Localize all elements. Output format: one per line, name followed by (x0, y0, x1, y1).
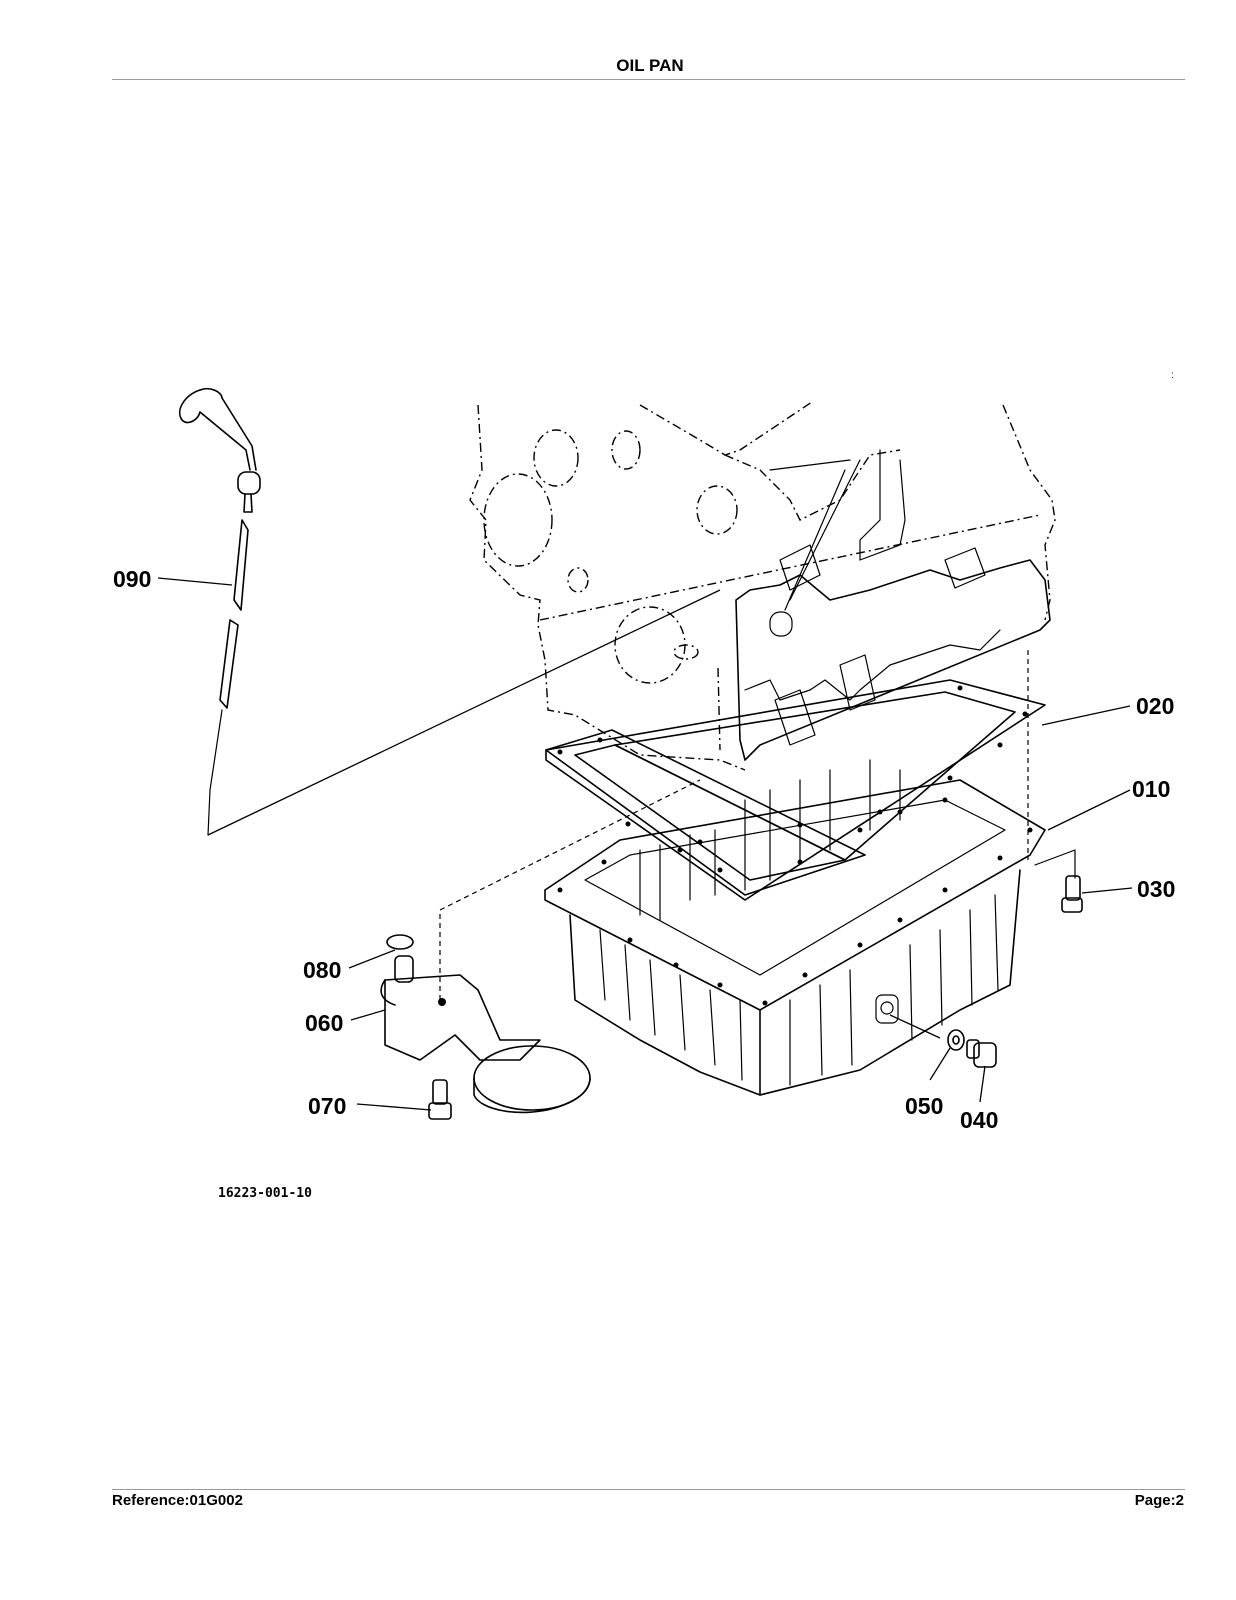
page-number: Page:2 (1134, 1492, 1184, 1509)
stray-mark: : (1171, 370, 1174, 381)
oil-pan (544, 759, 1046, 1096)
alignment-line-left (439, 779, 701, 1000)
gasket (545, 679, 1046, 901)
pan-bolt (1034, 849, 1083, 913)
callout-010: 010 (1132, 776, 1170, 802)
callout-040: 040 (960, 1107, 998, 1133)
figure-number: 16223-001-10 (218, 1186, 312, 1201)
leader-lines (157, 577, 1133, 1111)
strainer-bolt (428, 1079, 452, 1120)
reference-label: Reference:01G002 (112, 1492, 243, 1509)
drain-plug (947, 1029, 997, 1068)
callout-070: 070 (308, 1093, 346, 1119)
header-divider (112, 79, 1185, 80)
callout-030: 030 (1137, 876, 1175, 902)
callout-060: 060 (305, 1010, 343, 1036)
engine-block-outline (469, 401, 1056, 771)
callout-050: 050 (905, 1093, 943, 1119)
callout-080: 080 (303, 957, 341, 983)
callout-090: 090 (113, 566, 151, 592)
dipstick (178, 387, 721, 836)
footer-divider (112, 1489, 1185, 1490)
oil-strainer (380, 934, 591, 1114)
page-title: OIL PAN (616, 56, 684, 75)
callout-020: 020 (1136, 693, 1174, 719)
